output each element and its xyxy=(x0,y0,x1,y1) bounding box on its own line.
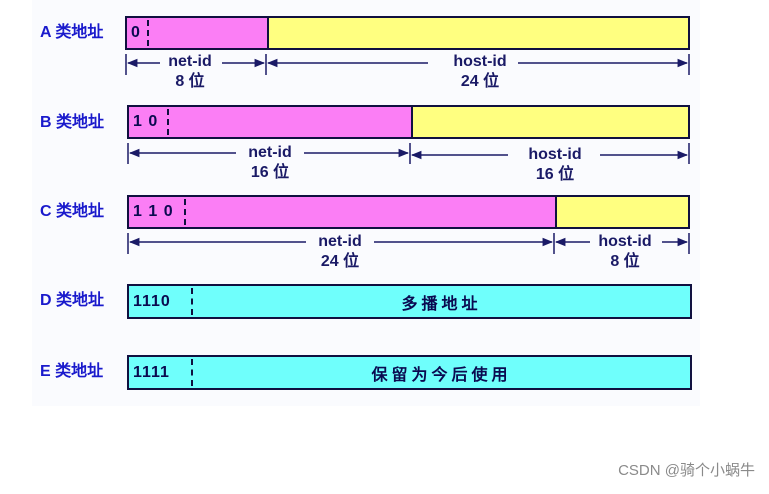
class-d-bar: 1110 多播地址 xyxy=(127,284,692,319)
class-b-host-label: host-id xyxy=(528,146,582,163)
class-a-net-segment xyxy=(127,18,267,48)
class-c-prefix-divider xyxy=(184,199,186,225)
class-a-host-segment xyxy=(267,18,688,48)
class-b-host-bits: 16 位 xyxy=(535,166,575,183)
class-c-label: C 类地址 xyxy=(40,203,105,220)
class-a-label: A 类地址 xyxy=(40,24,104,41)
class-b-host-segment xyxy=(411,107,688,137)
class-c-net-label: net-id xyxy=(318,233,362,250)
class-a-host-label: host-id xyxy=(453,53,507,70)
class-b-label: B 类地址 xyxy=(40,114,105,131)
class-c-prefix-bits: 1 1 0 xyxy=(133,203,174,220)
class-b-net-label: net-id xyxy=(248,144,292,161)
class-c-host-bits: 8 位 xyxy=(610,253,640,270)
class-a-prefix-bits: 0 xyxy=(131,24,141,41)
class-c-net-bits: 24 位 xyxy=(320,253,360,270)
class-c-host-segment xyxy=(555,197,688,227)
class-a-net-bits: 8 位 xyxy=(175,73,205,90)
class-d-purpose: 多播地址 xyxy=(401,295,482,313)
class-c-bar: 1 1 0 xyxy=(127,195,690,229)
class-e-prefix-divider xyxy=(191,359,193,386)
class-b-bar: 1 0 xyxy=(127,105,690,139)
csdn-watermark: CSDN @骑个小蜗牛 xyxy=(618,462,755,479)
class-d-label: D 类地址 xyxy=(40,292,105,309)
class-e-prefix-bits: 1111 xyxy=(133,363,170,381)
class-b-prefix-divider xyxy=(167,109,169,135)
class-d-prefix-divider xyxy=(191,288,193,315)
class-d-prefix-bits: 1110 xyxy=(133,292,171,310)
class-a-net-label: net-id xyxy=(168,53,212,70)
class-b-net-bits: 16 位 xyxy=(250,164,290,181)
class-e-bar: 1111 保留为今后使用 xyxy=(127,355,692,390)
class-a-host-bits: 24 位 xyxy=(460,73,500,90)
class-e-label: E 类地址 xyxy=(40,363,104,380)
class-a-prefix-divider xyxy=(147,20,149,46)
class-b-prefix-bits: 1 0 xyxy=(133,113,159,130)
class-c-net-segment xyxy=(129,197,555,227)
class-e-purpose: 保留为今后使用 xyxy=(371,366,512,384)
class-b-net-segment xyxy=(129,107,411,137)
class-a-bar: 0 xyxy=(125,16,690,50)
class-c-host-label: host-id xyxy=(598,233,652,250)
